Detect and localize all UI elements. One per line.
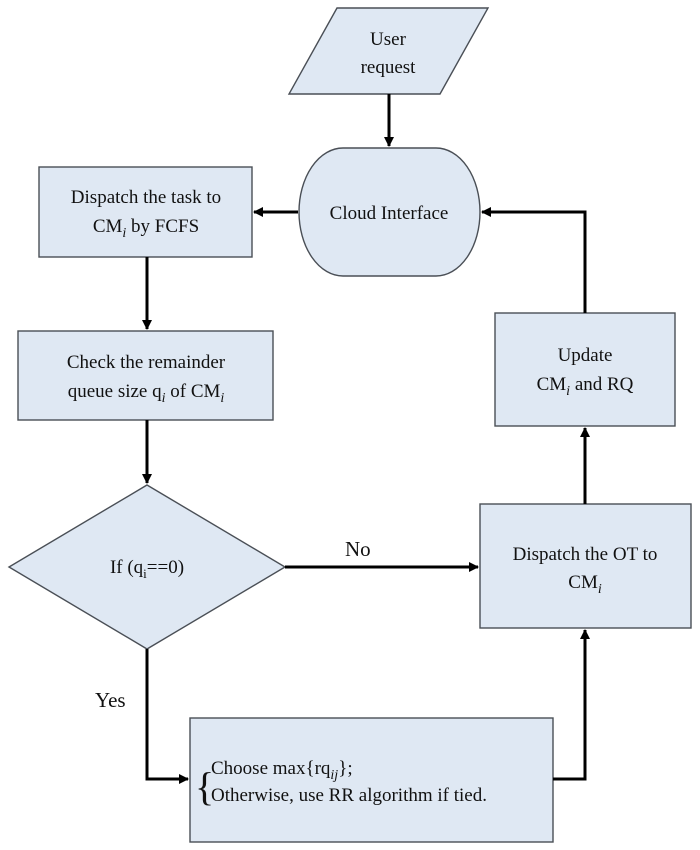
choose-line2: Otherwise, use RR algorithm if tied. [211,785,487,806]
user-request-line1: User [370,29,407,50]
edge-decision-yes [145,649,189,784]
user-request-node: User request [287,7,490,95]
check-queue-line2: queue size qi of CMi [68,381,225,406]
decision-label: If (qi==0) [110,557,184,581]
edge-update-to-cloud [481,207,587,313]
check-queue-node: Check the remainder queue size qi of CMi [17,330,274,421]
update-line1: Update [558,345,613,366]
update-node: Update CMi and RQ [494,312,676,427]
dispatch-fcfs-line2: CMi by FCFS [93,216,199,241]
decision-node: If (qi==0) [7,484,287,650]
dispatch-ot-line1: Dispatch the OT to [513,544,658,565]
dispatch-fcfs-node: Dispatch the task to CMi by FCFS [38,166,253,258]
yes-label: Yes [95,688,126,712]
dispatch-ot-line2: CMi [568,572,602,597]
no-label: No [345,537,371,561]
dispatch-ot-node: Dispatch the OT to CMi [479,503,692,629]
choose-line1: Choose max{rqij}; [211,758,353,783]
cloud-interface-label: Cloud Interface [330,203,449,224]
check-queue-line1: Check the remainder [67,352,226,373]
choose-brace: { [195,764,214,809]
dispatch-fcfs-line1: Dispatch the task to [71,187,221,208]
choose-node: { Choose max{rqij}; Otherwise, use RR al… [189,717,554,843]
update-line2: CMi and RQ [537,374,634,399]
edge-choose-to-dispatch-ot [553,629,590,781]
cloud-interface-node: Cloud Interface [298,147,481,277]
user-request-line2: request [361,57,417,78]
